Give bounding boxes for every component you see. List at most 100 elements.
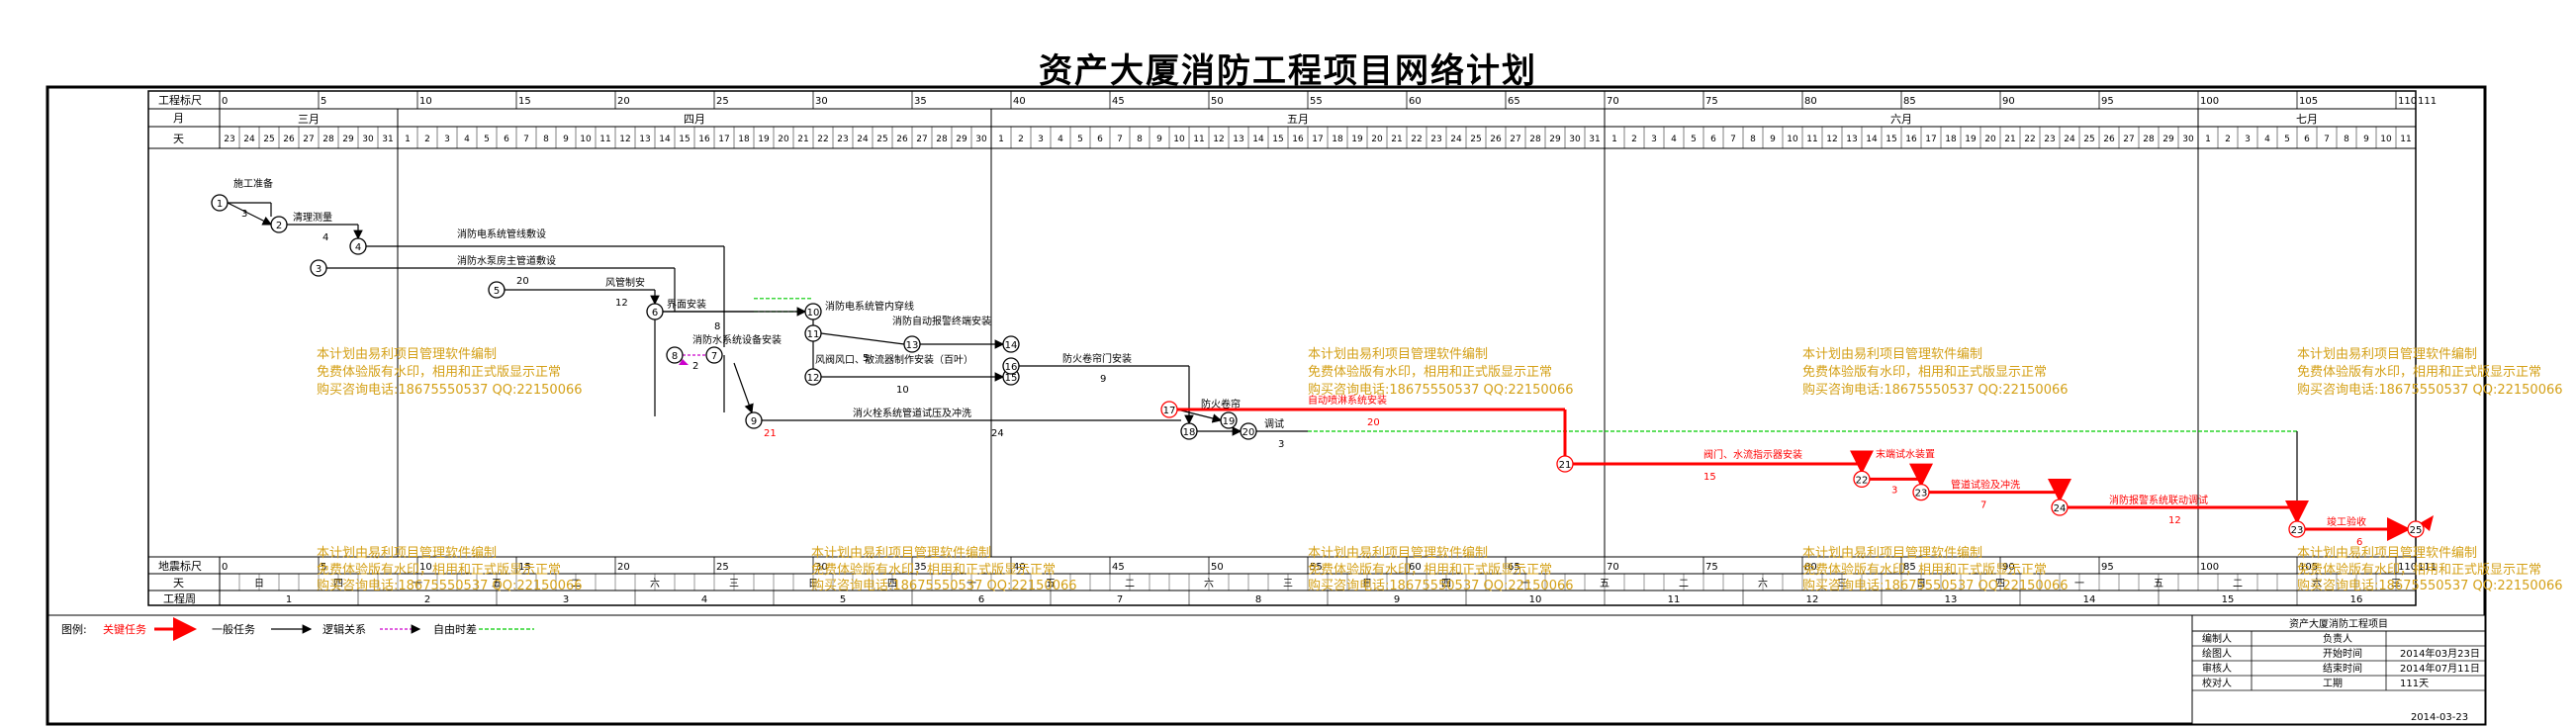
scale-tick-label: 65 [1508,562,1520,573]
day-number: 1 [998,135,1004,144]
scale-tick-label: 35 [914,562,927,573]
day-number: 31 [1589,135,1600,144]
network-node [1220,411,1238,429]
network-node [1240,422,1257,440]
network-node [211,194,229,212]
node-number: 12 [807,373,820,384]
weekday-name: 六 [2312,578,2322,590]
network-node [1180,422,1198,440]
day-number: 4 [2264,135,2270,144]
network-node [1912,483,1930,501]
watermark-text: 免费体验版有水印，相用和正式版显示正常 [2297,364,2541,380]
day-number: 29 [956,135,967,144]
weekday-name: 日 [254,579,264,590]
week-number: 4 [701,594,707,605]
weekday-name: 四 [1995,579,2005,590]
scale-tick-label: 105 [2299,562,2318,573]
week-number: 3 [563,594,569,605]
task-arrow [820,332,905,345]
day-number: 12 [1826,135,1837,144]
day-number: 8 [543,135,549,144]
watermark-text: 免费体验版有水印，相用和正式版显示正常 [317,562,561,578]
weekday-name: 六 [650,578,660,590]
scale-tick-label: 0 [222,562,228,573]
scale-tick-label: 70 [1607,96,1619,107]
scale-tick-label: 25 [716,96,729,107]
day-number: 10 [1173,135,1185,144]
task-label: 调试 [1264,417,1284,430]
network-node [2288,520,2306,538]
week-number: 1 [286,594,292,605]
week-number: 16 [2350,594,2363,605]
day-number: 28 [936,135,948,144]
day-number: 8 [1750,135,1756,144]
network-node [270,216,288,233]
weekday-name: 五 [492,579,502,590]
day-number: 30 [1569,135,1581,144]
task-label: 竣工验收 [2327,515,2366,528]
day-number: 27 [1510,135,1520,144]
node-number: 4 [355,242,361,253]
day-number: 19 [1351,135,1363,144]
day-number: 9 [1770,135,1776,144]
day-number: 25 [876,135,887,144]
task-duration: 24 [991,428,1004,439]
watermark-text: 购买咨询电话:18675550537 QQ:22150066 [2297,382,2563,398]
week-number: 13 [1945,594,1958,605]
weekday-name: 五 [1600,579,1610,590]
day-number: 13 [639,135,650,144]
day-number: 2 [1018,135,1024,144]
watermark-text: 本计划由易利项目管理软件编制 [317,347,497,362]
day-number: 6 [504,135,509,144]
day-number: 28 [1529,135,1541,144]
scale-tick-label: 30 [815,96,828,107]
day-number: 4 [1058,135,1063,144]
day-number: 25 [263,135,274,144]
day-number: 6 [1097,135,1103,144]
day-number: 5 [2284,135,2290,144]
task-label: 风阀风口、散流器制作安装（百叶） [815,353,973,366]
day-label: 天 [173,133,184,145]
legend-free-label: 自由时差 [433,622,477,636]
day-number: 24 [2064,135,2075,144]
day-number: 12 [619,135,630,144]
watermark-text: 购买咨询电话:18675550537 QQ:22150066 [1802,382,2069,398]
day-number: 30 [2182,135,2194,144]
day-number: 4 [464,135,470,144]
day-number: 30 [975,135,987,144]
legend-normal-label: 一般任务 [212,623,255,636]
scale-tick-label: 20 [617,562,630,573]
day-number: 8 [2344,135,2349,144]
weekday-name: 二 [571,579,581,590]
watermark-text: 购买咨询电话:18675550537 QQ:22150066 [317,578,583,593]
task-label: 消防自动报警终端安装 [892,315,991,327]
day-number: 13 [1233,135,1243,144]
scale-tick-label: 60 [1409,96,1422,107]
day-number: 7 [2324,135,2330,144]
task-duration: 7 [1980,500,1986,511]
scale-tick-label: 90 [2002,562,2015,573]
week-label: 工程周 [163,592,196,605]
day-number: 3 [444,135,450,144]
week-number: 15 [2222,594,2235,605]
day-number: 9 [563,135,569,144]
network-node [745,411,763,429]
network-node [646,303,664,320]
node-number: 17 [1163,406,1176,416]
day-number: 16 [698,135,710,144]
day-number: 17 [1925,135,1936,144]
day-number: 18 [738,135,750,144]
node-number: 20 [1242,427,1255,438]
day-number: 13 [1846,135,1857,144]
week-number: 5 [840,594,846,605]
task-duration: 21 [764,428,777,439]
day-number: 18 [1945,135,1957,144]
network-node [1160,401,1178,418]
legend-logic-label: 逻辑关系 [322,622,366,636]
node-number: 24 [2054,503,2067,514]
week-number: 12 [1806,594,1819,605]
task-label: 消防报警系统联动调试 [2109,494,2208,506]
watermark-text: 本计划由易利项目管理软件编制 [1308,546,1488,561]
day-number: 14 [659,135,671,144]
day-number: 15 [679,135,690,144]
